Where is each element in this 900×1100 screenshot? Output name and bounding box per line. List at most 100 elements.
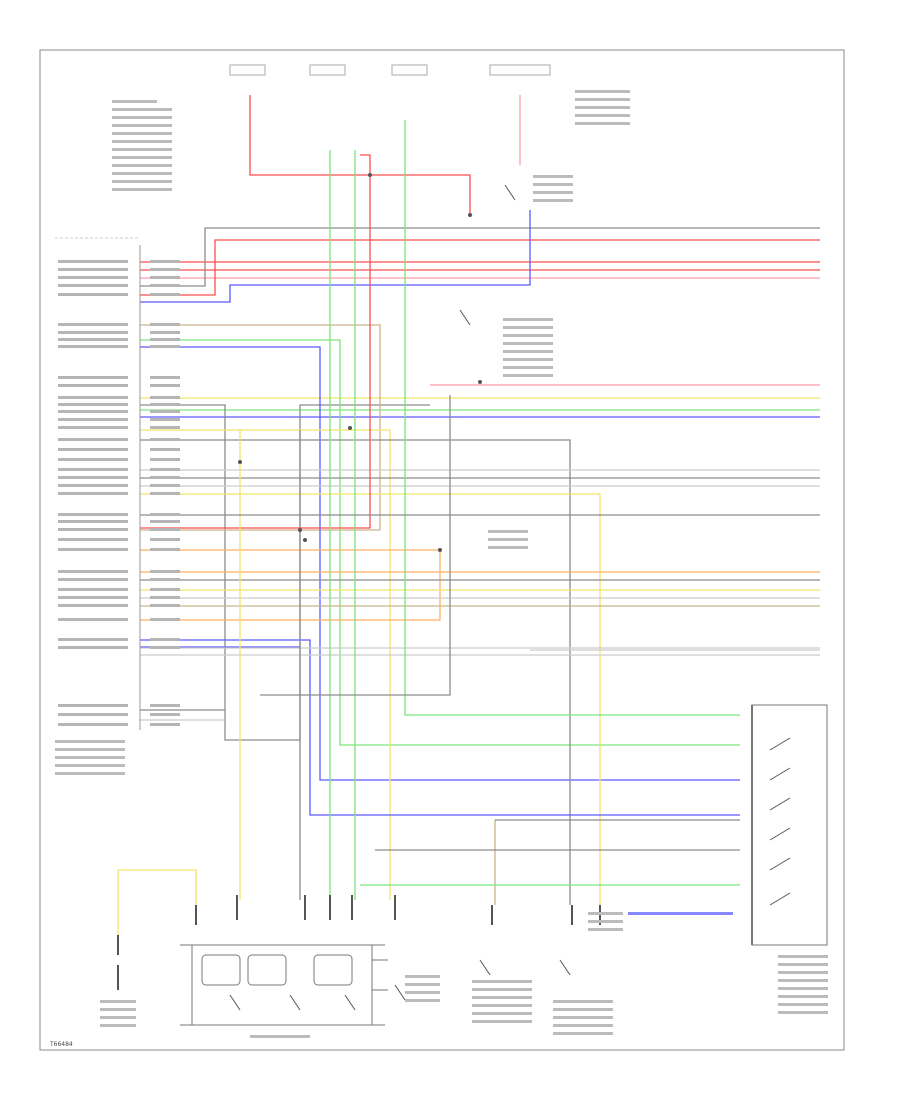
wire (140, 493, 601, 905)
wire-code-label (150, 513, 180, 516)
pin-label (58, 704, 128, 707)
wire-code-label (150, 331, 180, 334)
pin-label (58, 418, 128, 421)
junction-dot (348, 426, 352, 430)
wire-code-label (150, 618, 180, 621)
wire-code-label (150, 426, 180, 429)
wire-code-label (150, 448, 180, 451)
wire (140, 154, 371, 529)
junction-dot (468, 213, 472, 217)
wire-code-label (150, 578, 180, 581)
pin-label (58, 588, 128, 591)
wire-code-label (150, 646, 180, 649)
wire-code-label (150, 528, 180, 531)
pin-label (58, 284, 128, 287)
junction-dots (238, 173, 482, 552)
wire-code-label (150, 345, 180, 348)
wire-code-label (150, 570, 180, 573)
pin-label (58, 538, 128, 541)
wire-code-label (150, 638, 180, 641)
pin-label (58, 268, 128, 271)
wire (404, 120, 740, 716)
wire (118, 869, 197, 905)
od-switch-box (751, 704, 828, 946)
pin-labels (58, 260, 180, 726)
bottom-text-blocks (55, 90, 828, 1038)
wire-code-label (150, 260, 180, 263)
switch-symbols (229, 184, 791, 1011)
junction-dot (298, 528, 302, 532)
wire-code-label (150, 410, 180, 413)
junction-dot (303, 538, 307, 542)
pin-label (58, 410, 128, 413)
junction-dot (238, 460, 242, 464)
pin-label (58, 528, 128, 531)
wire (140, 404, 430, 741)
wire-code-label (150, 468, 180, 471)
pin-label (58, 578, 128, 581)
wire-code-label (150, 403, 180, 406)
pin-label (58, 458, 128, 461)
wire (140, 346, 740, 781)
wires (117, 95, 820, 935)
wire-code-label (150, 396, 180, 399)
top-fuse-labels (229, 64, 551, 76)
connector-stubs (117, 895, 601, 990)
wire (140, 324, 381, 531)
wire-code-label (150, 548, 180, 551)
pin-label (58, 570, 128, 573)
pin-label (58, 604, 128, 607)
pin-label (58, 376, 128, 379)
junction-dot (438, 548, 442, 552)
pin-label (58, 260, 128, 263)
wire (140, 239, 820, 296)
wire-code-label (150, 276, 180, 279)
wire-code-label (150, 704, 180, 707)
wire-code-label (150, 323, 180, 326)
wire-code-label (150, 713, 180, 716)
wire (260, 395, 451, 696)
pin-label (58, 276, 128, 279)
wire-code-label (150, 338, 180, 341)
wire (140, 210, 531, 303)
wire-code-label (150, 284, 180, 287)
pin-label (58, 323, 128, 326)
pin-label (58, 331, 128, 334)
pin-label (58, 548, 128, 551)
pin-label (58, 448, 128, 451)
pin-label (58, 638, 128, 641)
junction-dot (478, 380, 482, 384)
wire-code-label (150, 492, 180, 495)
wire (140, 227, 820, 287)
pin-label (58, 403, 128, 406)
wire (140, 549, 441, 621)
wire-code-label (150, 476, 180, 479)
wire-code-label (150, 604, 180, 607)
diagram-frame (39, 49, 845, 1051)
pin-label (58, 293, 128, 296)
wire-code-label (150, 588, 180, 591)
wire-code-label (150, 384, 180, 387)
wire-code-label (150, 418, 180, 421)
pin-label (58, 618, 128, 621)
pin-label (58, 426, 128, 429)
junction-dot (368, 173, 372, 177)
pin-label (58, 713, 128, 716)
tcm-bracket (55, 237, 141, 730)
wire-code-label (150, 268, 180, 271)
wire-code-label (150, 438, 180, 441)
pin-label (58, 520, 128, 523)
wire-code-label (150, 376, 180, 379)
wire-code-label (150, 520, 180, 523)
wire (140, 439, 571, 905)
pin-label (58, 646, 128, 649)
wire (140, 339, 740, 746)
footer-code: T66484 (49, 1041, 73, 1048)
pin-label (58, 438, 128, 441)
pin-label (58, 723, 128, 726)
wire (140, 639, 740, 816)
pin-label (58, 492, 128, 495)
pin-label (58, 384, 128, 387)
wire (249, 95, 471, 215)
